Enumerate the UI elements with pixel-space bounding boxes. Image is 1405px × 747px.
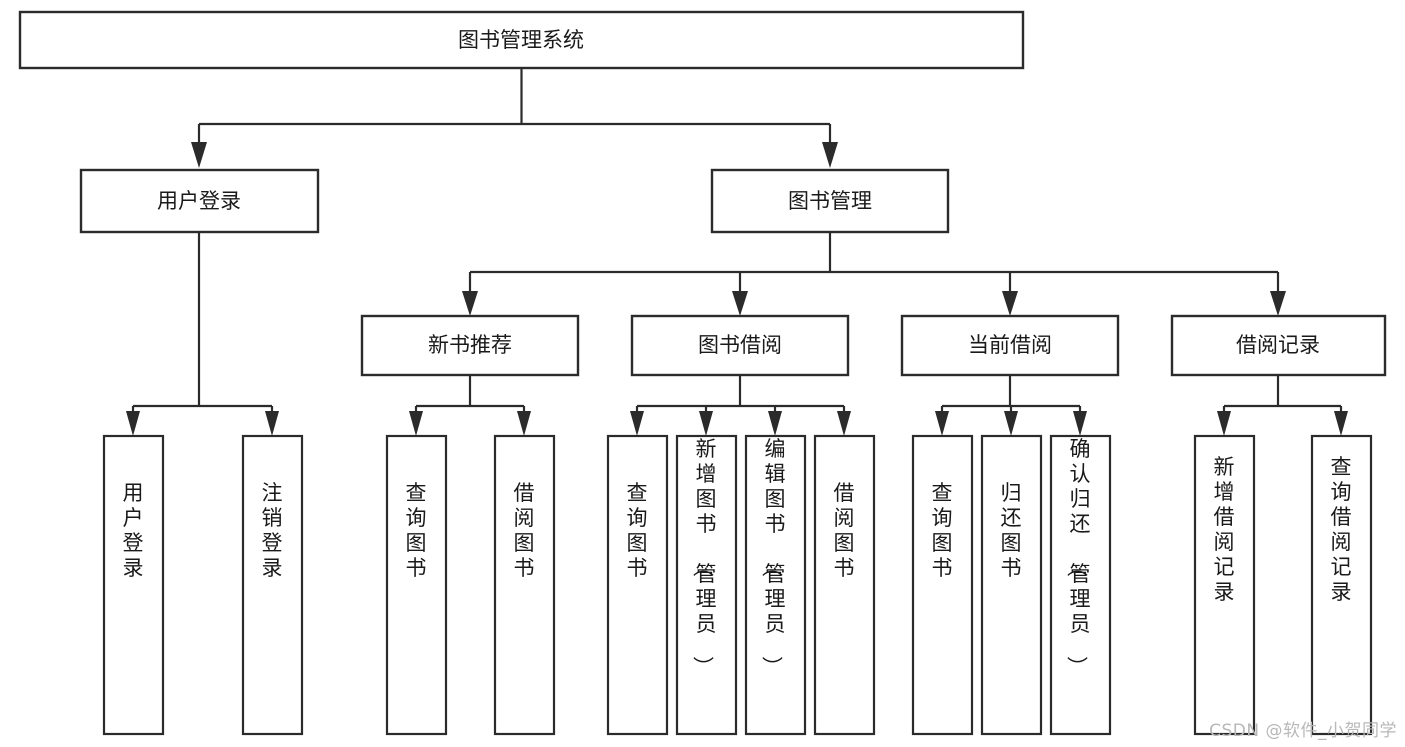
- node-new-book-recommend-label: 新书推荐: [428, 333, 512, 357]
- node-leaf-user-login-box[interactable]: [102, 434, 165, 736]
- arrow-head-leaf-borrow-book-1: [517, 411, 531, 436]
- node-borrow-record-label: 借阅记录: [1236, 333, 1320, 357]
- arrow-head-leaf-edit-book: [768, 411, 782, 436]
- node-leaf-query-book-3[interactable]: 查询图书: [911, 434, 974, 736]
- node-current-borrow-box[interactable]: [900, 314, 1120, 377]
- node-leaf-add-book[interactable]: 新增图书（管理员）: [675, 434, 738, 736]
- node-leaf-query-book-1-label: 查询图书: [406, 481, 427, 580]
- node-user-login-label: 用户登录: [157, 189, 241, 213]
- arrow-head-leaf-add-record: [1217, 411, 1231, 436]
- node-leaf-add-record-box[interactable]: [1193, 434, 1256, 736]
- node-book-manage[interactable]: 图书管理: [710, 168, 950, 234]
- node-new-book-recommend[interactable]: 新书推荐: [360, 314, 580, 377]
- arrow-head-leaf-query-book-2: [630, 411, 644, 436]
- node-leaf-query-book-3-box[interactable]: [911, 434, 974, 736]
- arrow-head-user-login: [191, 142, 207, 168]
- arrow-head-borrow-record: [1270, 291, 1286, 316]
- node-leaf-query-book-2[interactable]: 查询图书: [606, 434, 669, 736]
- node-leaf-return-book[interactable]: 归还图书: [980, 434, 1043, 736]
- node-leaf-edit-book[interactable]: 编辑图书（管理员）: [744, 434, 807, 736]
- node-book-manage-box[interactable]: [710, 168, 950, 234]
- arrow-head-leaf-user-login: [126, 411, 140, 436]
- node-leaf-query-record[interactable]: 查询借阅记录: [1310, 434, 1373, 736]
- node-leaf-confirm-return-box[interactable]: [1049, 434, 1112, 736]
- node-current-borrow-label: 当前借阅: [968, 333, 1052, 357]
- connector-layer: [126, 68, 1348, 436]
- node-leaf-user-logout-label: 注销登录: [262, 481, 283, 580]
- node-leaf-user-login-label: 用户登录: [123, 481, 144, 580]
- node-leaf-query-book-2-label: 查询图书: [627, 481, 648, 580]
- node-user-login-box[interactable]: [79, 168, 320, 234]
- node-book-manage-label: 图书管理: [788, 189, 872, 213]
- node-new-book-recommend-box[interactable]: [360, 314, 580, 377]
- node-leaf-add-book-box[interactable]: [675, 434, 738, 736]
- node-leaf-query-record-label: 查询借阅记录: [1331, 455, 1352, 604]
- arrow-head-leaf-borrow-book-2: [837, 411, 851, 436]
- node-leaf-borrow-book-1[interactable]: 借阅图书: [493, 434, 556, 736]
- arrow-head-book-borrow: [732, 291, 748, 316]
- node-leaf-borrow-book-1-box[interactable]: [493, 434, 556, 736]
- node-leaf-borrow-book-2-label: 借阅图书: [834, 481, 855, 580]
- arrow-head-new-book-recommend: [462, 291, 478, 316]
- node-leaf-query-book-3-label: 查询图书: [932, 481, 953, 580]
- arrow-head-current-borrow: [1002, 291, 1018, 316]
- arrow-head-leaf-confirm-return: [1073, 411, 1087, 436]
- node-leaf-query-book-1-box[interactable]: [385, 434, 448, 736]
- node-leaf-user-login[interactable]: 用户登录: [102, 434, 165, 736]
- node-leaf-confirm-return-label: 确认归还（管理员）: [1065, 437, 1091, 677]
- node-root[interactable]: 图书管理系统: [18, 10, 1025, 70]
- node-root-label: 图书管理系统: [458, 28, 584, 52]
- node-leaf-query-record-box[interactable]: [1310, 434, 1373, 736]
- arrow-head-book-manage: [822, 142, 838, 168]
- node-leaf-add-record[interactable]: 新增借阅记录: [1193, 434, 1256, 736]
- node-leaf-return-book-label: 归还图书: [1001, 481, 1022, 580]
- node-user-login[interactable]: 用户登录: [79, 168, 320, 234]
- node-leaf-borrow-book-1-label: 借阅图书: [514, 481, 535, 580]
- arrow-head-leaf-query-book-1: [409, 411, 423, 436]
- node-leaf-user-logout[interactable]: 注销登录: [241, 434, 304, 736]
- node-book-borrow-label: 图书借阅: [698, 333, 782, 357]
- node-leaf-add-record-label: 新增借阅记录: [1214, 455, 1235, 604]
- arrow-head-leaf-query-record: [1334, 411, 1348, 436]
- node-book-borrow[interactable]: 图书借阅: [630, 314, 850, 377]
- node-leaf-query-book-2-box[interactable]: [606, 434, 669, 736]
- node-borrow-record[interactable]: 借阅记录: [1170, 314, 1387, 377]
- arrow-head-leaf-add-book: [699, 411, 713, 436]
- node-borrow-record-box[interactable]: [1170, 314, 1387, 377]
- node-root-box[interactable]: [18, 10, 1025, 70]
- node-leaf-return-book-box[interactable]: [980, 434, 1043, 736]
- node-leaf-borrow-book-2-box[interactable]: [813, 434, 876, 736]
- node-book-borrow-box[interactable]: [630, 314, 850, 377]
- arrow-head-leaf-user-logout: [265, 411, 279, 436]
- arrow-head-leaf-query-book-3: [935, 411, 949, 436]
- node-leaf-query-book-1[interactable]: 查询图书: [385, 434, 448, 736]
- arrow-head-leaf-return-book: [1004, 411, 1018, 436]
- node-leaf-edit-book-box[interactable]: [744, 434, 807, 736]
- node-leaf-edit-book-label: 编辑图书（管理员）: [760, 437, 786, 677]
- node-leaf-add-book-label: 新增图书（管理员）: [691, 437, 717, 677]
- node-leaf-borrow-book-2[interactable]: 借阅图书: [813, 434, 876, 736]
- node-current-borrow[interactable]: 当前借阅: [900, 314, 1120, 377]
- node-leaf-user-logout-box[interactable]: [241, 434, 304, 736]
- node-leaf-confirm-return[interactable]: 确认归还（管理员）: [1049, 434, 1112, 736]
